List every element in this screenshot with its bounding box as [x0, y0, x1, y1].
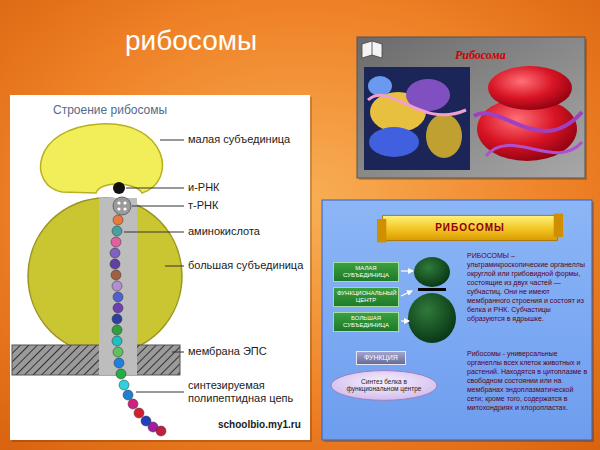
description-text: Рибосомы - универсальные органеллы всех … [467, 350, 589, 413]
info-panel: РИБОСОМЫ – ультрамикроскопические органе… [322, 200, 592, 440]
leader-line [136, 392, 184, 393]
description-text: РИБОСОМЫ – ультрамикроскопические органе… [467, 252, 589, 324]
leader-line [126, 188, 184, 189]
amino-acid-bead [113, 215, 123, 225]
small-subunit-shape [41, 124, 163, 193]
banner-body [383, 215, 558, 240]
amino-acid-bead [112, 314, 122, 324]
pointer-arrow [401, 320, 409, 321]
amino-acid-bead [112, 325, 122, 335]
amino-acid-bead [113, 347, 123, 357]
leader-lines [124, 140, 184, 392]
part-label: мембрана ЭПС [188, 345, 267, 358]
part-label: т-РНК [188, 199, 218, 212]
amino-acid-bead [128, 399, 138, 409]
trna-dot [123, 201, 126, 204]
part-label: большая субъединица [188, 259, 303, 272]
banner-roll [377, 219, 386, 242]
amino-acid-bead [111, 237, 121, 247]
mrna-strand [486, 142, 582, 156]
amino-acid-bead [112, 336, 122, 346]
leader-line [132, 206, 184, 207]
amino-acid-bead [110, 248, 120, 258]
leader-line [160, 140, 184, 141]
part-box: БОЛЬШАЯ СУБЪЕДИНИЦА [333, 312, 399, 332]
part-label: малая субъединица [188, 133, 290, 146]
picture-frame: Рибосома [357, 37, 585, 178]
function-box: ФУНКЦИЯ [356, 351, 406, 365]
amino-acid-bead [111, 270, 121, 280]
amino-acid-bead [114, 358, 124, 368]
leader-line [124, 232, 184, 233]
amino-acid-bead [113, 292, 123, 302]
banner-text: РИБОСОМЫ [387, 222, 553, 234]
part-box: МАЛАЯ СУБЪЕДИНИЦА [333, 262, 399, 282]
molecule-blob [426, 114, 462, 158]
leader-line [165, 266, 184, 267]
pointer-arrow [401, 291, 412, 296]
part-label: аминокислота [188, 225, 260, 238]
watermark: schoolbio.my1.ru [218, 419, 301, 431]
small-subunit-picture [488, 66, 572, 110]
title-banner: РИБОСОМЫ [377, 213, 563, 243]
banner-roll [554, 214, 563, 237]
pointer-arrow [401, 270, 413, 271]
part-name: БОЛЬШАЯ СУБЪЕДИНИЦА [337, 315, 395, 329]
ellipse-fill [331, 371, 437, 401]
amino-acid-bead [112, 281, 122, 291]
amino-acid-bead [110, 259, 120, 269]
trna-dot [117, 207, 120, 210]
part-box: ФУНКЦИОНАЛЬНЫЙ ЦЕНТР [333, 287, 399, 307]
mrna-strand [474, 112, 582, 131]
info-drawing [322, 200, 594, 442]
panel-ground [10, 95, 310, 440]
part-name: ФУНКЦИОНАЛЬНЫЙ ЦЕНТР [337, 290, 395, 304]
panel-ground [322, 200, 592, 440]
picture-caption: Рибосома [455, 48, 575, 62]
panel-heading: Строение рибосомы [53, 103, 273, 117]
mrna-symbol [113, 182, 125, 194]
polypeptide-chain [110, 215, 166, 436]
molecule-ground [364, 67, 470, 170]
er-membrane [12, 345, 180, 375]
ribosome-channel [99, 198, 137, 375]
part-name: МАЛАЯ СУБЪЕДИНИЦА [337, 265, 395, 279]
molecule-strand [368, 95, 466, 115]
molecule-blob [368, 76, 392, 96]
amino-acid-bead [116, 369, 126, 379]
book-icon-spine [372, 41, 373, 55]
trna-dot [123, 207, 126, 210]
amino-acid-bead [112, 226, 122, 236]
structure-drawing [10, 95, 312, 442]
trna-dot [117, 201, 120, 204]
functional-center-mark [418, 288, 446, 291]
ribosome-picture [357, 37, 587, 180]
part-label: синтезируемая полипептидная цепь [188, 379, 306, 405]
function-text: Синтез белка в функциональном центре [344, 378, 424, 393]
book-icon [362, 41, 382, 58]
large-subunit-shape [408, 293, 456, 343]
part-label: и-РНК [188, 181, 220, 194]
slide-title: рибосомы [125, 24, 257, 58]
trna-symbol [113, 197, 131, 215]
amino-acid-bead [123, 390, 133, 400]
amino-acid-bead [156, 426, 166, 436]
function-label: ФУНКЦИЯ [364, 354, 398, 362]
frame-ground [357, 37, 585, 178]
amino-acid-bead [119, 380, 129, 390]
molecule-blob [369, 127, 419, 157]
amino-acid-bead [113, 303, 123, 313]
leader-line [172, 352, 184, 353]
small-subunit-shape [414, 257, 450, 287]
amino-acid-bead [134, 408, 144, 418]
pointer-arrows [401, 271, 413, 321]
function-ellipse: Синтез белка в функциональном центре [330, 370, 438, 401]
